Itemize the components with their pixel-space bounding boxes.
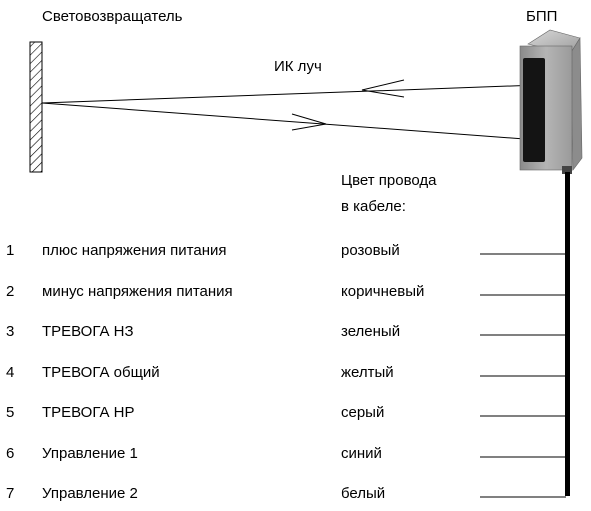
wire-color: желтый: [341, 364, 394, 381]
reflector-shape: [29, 41, 43, 173]
wire-signal: плюс напряжения питания: [42, 242, 227, 259]
wire-color: белый: [341, 485, 386, 502]
wire-color: зеленый: [341, 323, 401, 340]
ir-beam: [41, 79, 539, 141]
wire-color-header-line2: в кабеле:: [341, 198, 406, 215]
wire-signal: ТРЕВОГА НР: [42, 404, 135, 421]
beam-label: ИК луч: [274, 58, 322, 75]
reflector-label: Световозвращатель: [42, 8, 183, 25]
wire-signal: ТРЕВОГА общий: [42, 364, 160, 381]
wire-number: 7: [6, 485, 15, 502]
wire-color: коричневый: [341, 283, 425, 300]
wire-signal: Управление 2: [42, 485, 138, 502]
wire-color: серый: [341, 404, 385, 421]
wire-leads: [480, 253, 566, 498]
sensor-device: [519, 29, 583, 174]
wire-color: розовый: [341, 242, 400, 259]
wire-number: 2: [6, 283, 15, 300]
wire-number: 4: [6, 364, 15, 381]
wire-number: 1: [6, 242, 15, 259]
wire-color: синий: [341, 445, 382, 462]
wire-signal: минус напряжения питания: [42, 283, 233, 300]
sensor-label: БПП: [526, 8, 558, 25]
wire-signal: ТРЕВОГА НЗ: [42, 323, 134, 340]
cable: [565, 172, 570, 496]
wire-number: 3: [6, 323, 15, 340]
wire-color-header-line1: Цвет провода: [341, 172, 437, 189]
wire-signal: Управление 1: [42, 445, 138, 462]
wire-number: 6: [6, 445, 15, 462]
wire-number: 5: [6, 404, 15, 421]
